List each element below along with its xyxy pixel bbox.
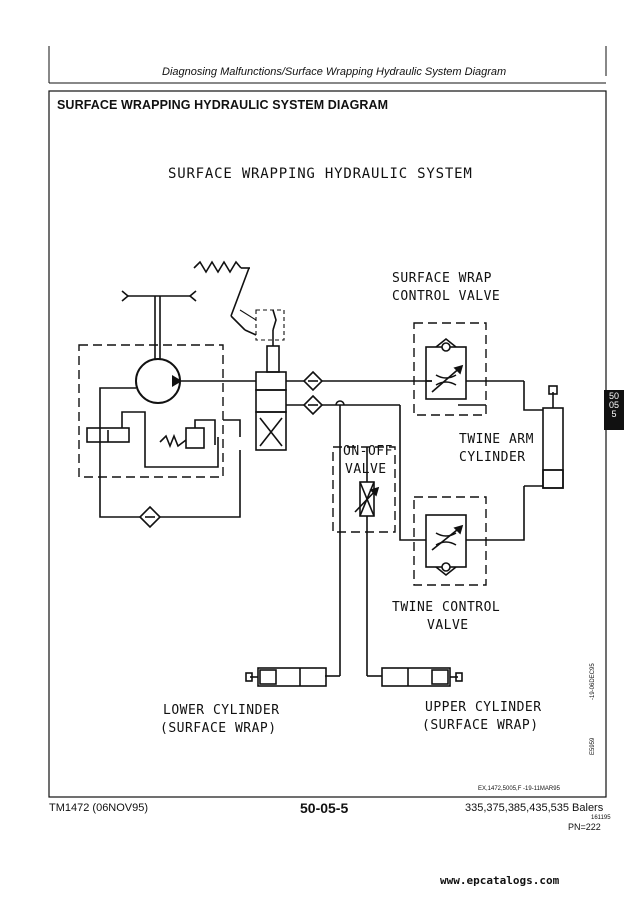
label-twine-control-1: TWINE CONTROL xyxy=(392,600,501,615)
reservoir-dashed xyxy=(78,344,224,478)
spool-top xyxy=(255,371,287,391)
surface-wrap-valve-box xyxy=(413,322,487,416)
side-code-2: E5959 xyxy=(590,737,596,755)
filter-diamond xyxy=(138,505,162,529)
tab-line-3: 5 xyxy=(611,409,617,419)
figure-reference: EX,1472,5005,F -19-11MAR95 xyxy=(478,786,560,792)
hydraulic-schematic xyxy=(78,260,564,687)
label-upper-cylinder-1: UPPER CYLINDER xyxy=(425,700,542,715)
label-upper-cylinder-2: (SURFACE WRAP) xyxy=(422,718,539,733)
label-lower-cylinder-1: LOWER CYLINDER xyxy=(163,703,280,718)
tab-line-2: 05 xyxy=(608,400,619,410)
diagram-title: SURFACE WRAPPING HYDRAULIC SYSTEM xyxy=(168,166,473,182)
footer-pn: PN=222 xyxy=(568,822,601,832)
twine-arm-cylinder xyxy=(542,407,564,489)
check-diamond-2 xyxy=(302,394,324,416)
section-tab: 50 05 5 xyxy=(604,390,624,430)
label-on-off-1: ON-OFF xyxy=(343,444,393,459)
watermark[interactable]: www.epcatalogs.com xyxy=(440,874,560,887)
footer-models: 335,375,385,435,535 Balers xyxy=(465,802,604,814)
label-twine-arm-2: CYLINDER xyxy=(459,450,526,465)
tab-line-1: 50 xyxy=(608,391,619,401)
label-lower-cylinder-2: (SURFACE WRAP) xyxy=(160,721,277,736)
label-twine-arm-1: TWINE ARM xyxy=(459,432,534,447)
twine-control-valve-box xyxy=(413,496,487,586)
section-title: SURFACE WRAPPING HYDRAULIC SYSTEM DIAGRA… xyxy=(57,98,389,112)
label-twine-control-2: VALVE xyxy=(427,618,469,633)
side-code-1: -19-06DEC95 xyxy=(590,663,596,700)
footer-code: 161195 xyxy=(591,815,611,821)
check-diamond-1 xyxy=(302,370,324,392)
running-header: Diagnosing Malfunctions/Surface Wrapping… xyxy=(162,66,507,78)
section-frame xyxy=(48,90,607,798)
label-on-off-2: VALVE xyxy=(345,462,387,477)
label-surface-wrap-1: SURFACE WRAP xyxy=(392,271,492,286)
footer-manual: TM1472 (06NOV95) xyxy=(49,802,149,814)
footer-page-number: 50-05-5 xyxy=(300,800,349,816)
label-surface-wrap-2: CONTROL VALVE xyxy=(392,289,501,304)
on-off-valve-box xyxy=(332,446,396,533)
